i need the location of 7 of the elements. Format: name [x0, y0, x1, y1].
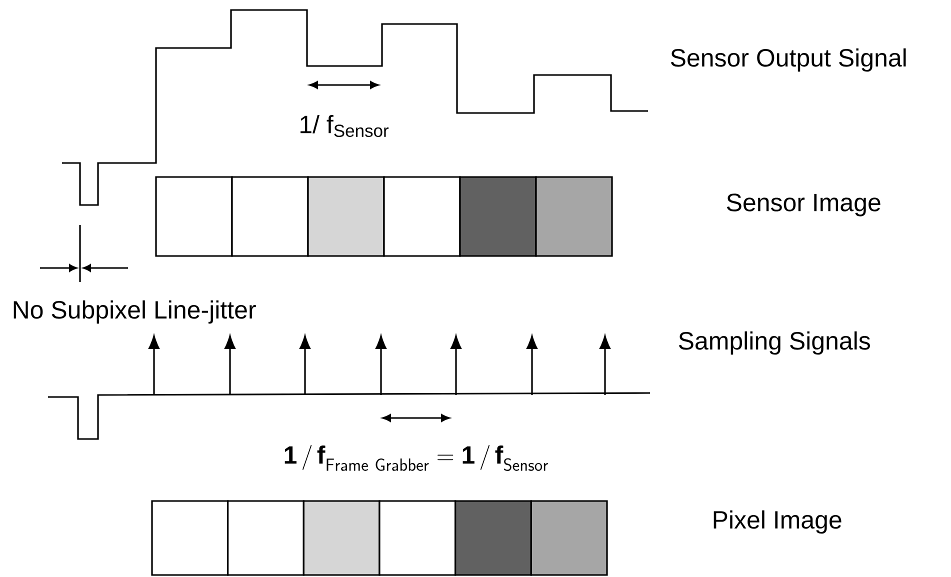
text-label: Sampling Signals [678, 331, 870, 355]
text-label: 1/ f$_{Sensor}$ [300, 114, 389, 137]
formula-label: $\mathbf{1\,/\,f}_{\mathsf{Frame\ Grabber}} = \mathbf{1\,/\,f}_{\mathsf{Sensor}}$ [284, 445, 548, 471]
text-label: Sensor Image [726, 194, 880, 216]
text-label: No Subpixel Line-jitter [14, 300, 256, 324]
text-label: Sensor Output Signal [670, 48, 906, 72]
text-label: Pixel Image [714, 510, 842, 534]
